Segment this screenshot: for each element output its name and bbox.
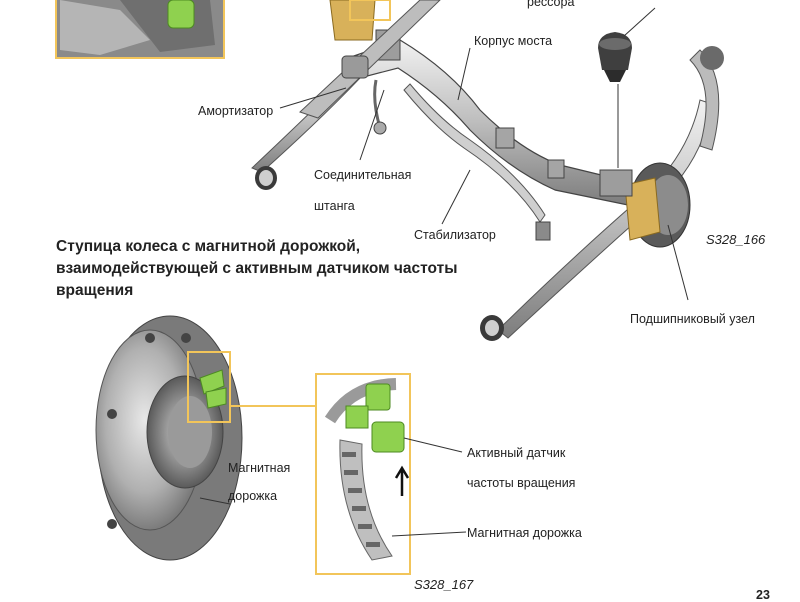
shock-absorber-label: Амортизатор (198, 104, 274, 118)
leaf-spring-right (480, 46, 724, 341)
stabilizer-bar (403, 83, 551, 241)
section-heading: Ступица колеса с магнитной дорожкой, вза… (56, 236, 458, 302)
stabilizer-label: Стабилизатор (414, 228, 496, 242)
sensor-highlight-box (187, 351, 316, 423)
top-inset-frame (55, 0, 225, 59)
brake-assembly-left (329, 0, 391, 41)
bump-stop (598, 32, 632, 82)
brake-assembly-right (599, 162, 691, 248)
heading-line3: вращения (56, 282, 134, 299)
connecting-link (373, 79, 387, 135)
heading-line1: Ступица колеса с магнитной дорожкой, (56, 238, 361, 255)
hub-track-label-line2: дорожка (228, 489, 278, 503)
spring-label: рессора (527, 0, 575, 9)
axle-housing-label: Корпус моста (474, 34, 553, 48)
leader-lines-top (279, 7, 689, 301)
active-sensor-label-line1: Активный датчик (467, 446, 566, 460)
figure-code-bottom: S328_167 (414, 577, 474, 592)
heading-line2: взаимодействующей с активным датчиком ча… (56, 260, 458, 277)
bearing-unit-label: Подшипниковый узел (630, 312, 755, 326)
link-label-line1: Соединительная (314, 168, 412, 182)
sensor-detail-inset (315, 373, 411, 575)
leader-lines-bottom (199, 437, 467, 537)
hub-track-label-line1: Магнитная (228, 461, 291, 475)
active-sensor-label-line2: частоты вращения (467, 476, 576, 490)
page-number: 23 (756, 588, 770, 602)
magnetic-track-detail-label: Магнитная дорожка (467, 526, 582, 540)
shock-absorber (299, 0, 441, 119)
figure-code-top: S328_166 (706, 232, 766, 247)
link-label-line2: штанга (314, 199, 355, 213)
